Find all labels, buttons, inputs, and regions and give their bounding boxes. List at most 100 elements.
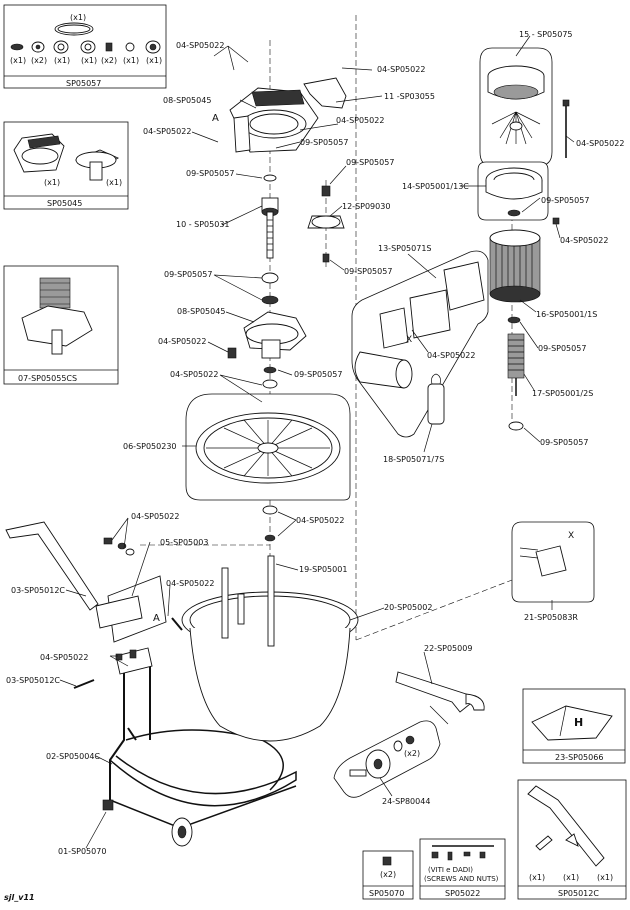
kit-sp05066-code: 23-SP05066 [555,753,603,762]
label-p03-a: 03-SP05012C [11,586,65,595]
terminal-box-group [351,250,489,438]
item-21-box [511,521,595,603]
part-labels: 04-SP05022 04-SP05022 08-SP05045 11 -SP0… [6,30,624,856]
label-p04-tr: 04-SP05022 [377,65,425,74]
label-p05: 05-SP05003 [160,538,208,547]
label-p11: 11 -SP03055 [384,92,435,101]
label-p04-mid: 04-SP05022 [336,116,384,125]
label-p12: 12-SP09030 [342,202,390,211]
label-a-mark: A [212,113,219,124]
lid-nut [264,534,276,542]
label-p13: 13-SP05071S [378,244,432,253]
kit-sp05045-code: SP05045 [47,199,82,208]
label-p04-r3: 04-SP05022 [427,351,475,360]
kit-sp05057-qty-2: (x2) [31,56,47,65]
label-a-mark-2: A [153,613,160,624]
kit-sp05012c-qty-1: (x1) [529,873,545,882]
label-x-mark: X [406,335,412,345]
kit-sp05070: (x2) SP05070 [362,850,414,900]
kit-sp05070-code: SP05070 [369,889,404,898]
label-p04-frame3: 04-SP05022 [40,653,88,662]
wheel-kit-box: (x2) [333,720,441,798]
kit-sp05012c-code: SP05012C [558,889,599,898]
label-p09-b: 09-SP05057 [346,158,394,167]
kit-sp05022-code: SP05022 [445,889,480,898]
kit-sp05022: (VITI e DADI) (SCREWS AND NUTS) SP05022 [419,838,506,900]
label-x-mark-2: X [568,531,574,541]
label-p04-tl: 04-SP05022 [176,41,224,50]
bracket-plate [95,575,167,643]
kit-sp05057-top-qty: (x1) [70,13,86,22]
motor-end-cap-group [477,161,560,225]
kit-sp05055cs-code: 07-SP05055CS [18,374,77,383]
manual-letter: H [574,716,583,729]
label-p01: 01-SP05070 [58,847,106,856]
label-p14: 14-SP05001/13C [402,182,469,191]
kit-sp05057-qty-5: (x2) [101,56,117,65]
kit-sp05057: (x1) (x1) (x2) (x1) (x1) (x2) (x1) (x1) … [3,4,167,89]
label-p16: 16-SP05001/1S [536,310,597,319]
kit-sp05057-qty-6: (x1) [123,56,139,65]
handle-left [5,521,99,611]
label-p09-r2: 09-SP05057 [538,344,586,353]
label-p03-b: 03-SP05012C [6,676,60,685]
label-p04-r1: 04-SP05022 [576,139,624,148]
kit-sp05045-qty-1: (x1) [44,178,60,187]
label-p20: 20-SP05002 [384,603,432,612]
fan-cover-group [479,47,553,167]
kit-sp05057-qty-1: (x1) [10,56,26,65]
gear-housing-lower [227,311,307,406]
label-p04-r2: 04-SP05022 [560,236,608,245]
kit-sp05022-note-2: (SCREWS AND NUTS) [424,875,499,883]
label-p08-mid: 08-SP05045 [177,307,225,316]
kit-sp05022-note-1: (VITI e DADI) [428,866,473,874]
kit-sp05057-qty-7: (x1) [146,56,162,65]
label-p10: 10 - SP05031 [176,220,230,229]
label-p09-d: 09-SP05057 [164,270,212,279]
label-p22: 22-SP05009 [424,644,472,653]
label-p19: 19-SP05001 [299,565,347,574]
kit-sp05057-rings [10,40,161,54]
kit-sp05070-qty: (x2) [380,870,396,879]
kit-sp05012c-qty-2: (x1) [563,873,579,882]
label-p09-a: 09-SP05057 [300,138,348,147]
label-p02: 02-SP05004C [46,752,100,761]
label-p18: 18-SP05071/7S [383,455,444,464]
label-p08-top: 08-SP05045 [163,96,211,105]
kit-sp05057-qty-3: (x1) [54,56,70,65]
kit-sp05066: H 23-SP05066 [522,688,626,764]
axis-small-parts [261,174,345,305]
lid-disk-group [185,393,351,501]
wheel-kit-qty: (x2) [404,749,420,758]
kit-sp05045-qty-2: (x1) [106,178,122,187]
kit-sp05057-qty-4: (x1) [81,56,97,65]
kit-sp05012c: (x1) (x1) (x1) SP05012C [517,779,627,900]
long-screw [562,99,570,158]
lid-washer [262,505,278,515]
label-p17: 17-SP05001/2S [532,389,593,398]
label-p09-c: 09-SP05057 [186,169,234,178]
leader-lines [59,35,575,849]
kit-sp05055cs: 07-SP05055CS [3,265,119,385]
label-p04-mid2: 04-SP05022 [158,337,206,346]
motor-stator [489,229,541,303]
kit-sp05045: (x1) (x1) SP05045 [3,121,129,210]
label-p09-e: 09-SP05057 [344,267,392,276]
label-p24: 24-SP80044 [382,797,430,806]
label-p09-r3: 09-SP05057 [540,438,588,447]
motor-rotor [507,316,525,431]
label-p09-f: 09-SP05057 [294,370,342,379]
label-p04-low: 04-SP05022 [296,516,344,525]
label-p06: 06-SP050230 [123,442,177,451]
label-p04-frame: 04-SP05022 [131,512,179,521]
label-p15: 15 - SP05075 [519,30,573,39]
kit-sp05057-code: SP05057 [66,79,101,88]
frame-fasteners [73,537,183,741]
label-p04-left: 04-SP05022 [143,127,191,136]
bowl [181,555,359,742]
kit-sp05012c-qty-3: (x1) [597,873,613,882]
gear-housing-upper [229,77,347,153]
wrench [395,671,485,713]
